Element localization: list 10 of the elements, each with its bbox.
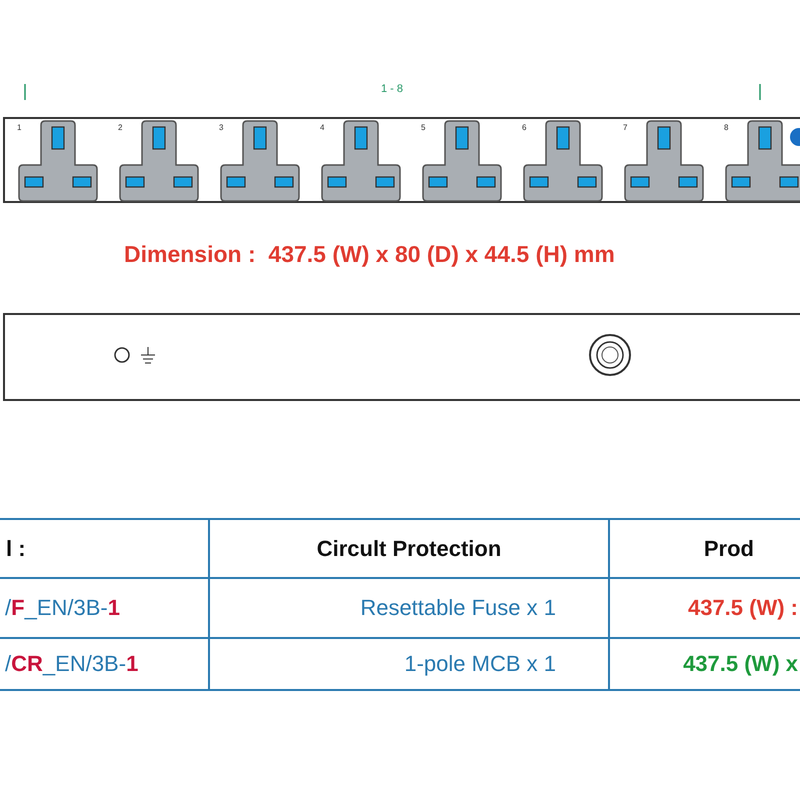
outlet-number: 8 xyxy=(724,123,728,132)
outlet-number: 5 xyxy=(421,123,426,132)
outlet-number: 2 xyxy=(118,123,122,132)
outlet-range-label: 1 - 8 xyxy=(380,83,404,95)
outlet-number: 4 xyxy=(320,123,324,132)
outlet-number: 7 xyxy=(623,123,628,132)
outlet-number: 6 xyxy=(522,123,526,132)
outlet-number: 1 xyxy=(17,123,22,132)
outlet-number: 3 xyxy=(219,123,224,132)
dimension-text: Dimension : 437.5 (W) x 80 (D) x 44.5 (H) mm xyxy=(124,241,615,268)
